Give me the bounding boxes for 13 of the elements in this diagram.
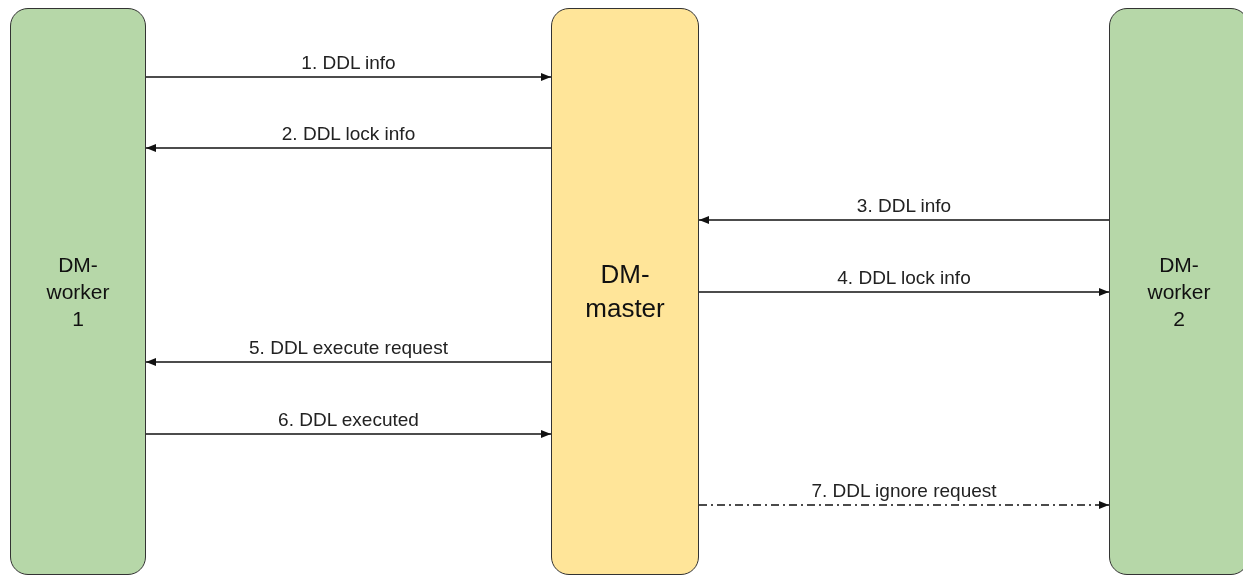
- process-box: [551, 8, 699, 575]
- node-label: DM- master: [584, 257, 666, 325]
- arrow: [698, 287, 1110, 297]
- arrow: [698, 500, 1110, 510]
- node-label: DM- worker 1: [45, 251, 111, 333]
- process-box: [10, 8, 146, 575]
- process-box: [1109, 8, 1243, 575]
- node-label: DM- worker 2: [1146, 251, 1212, 333]
- arrow: [145, 357, 552, 367]
- arrow: [698, 215, 1110, 225]
- arrow: [145, 143, 552, 153]
- arrow: [145, 72, 552, 82]
- arrow: [145, 429, 552, 439]
